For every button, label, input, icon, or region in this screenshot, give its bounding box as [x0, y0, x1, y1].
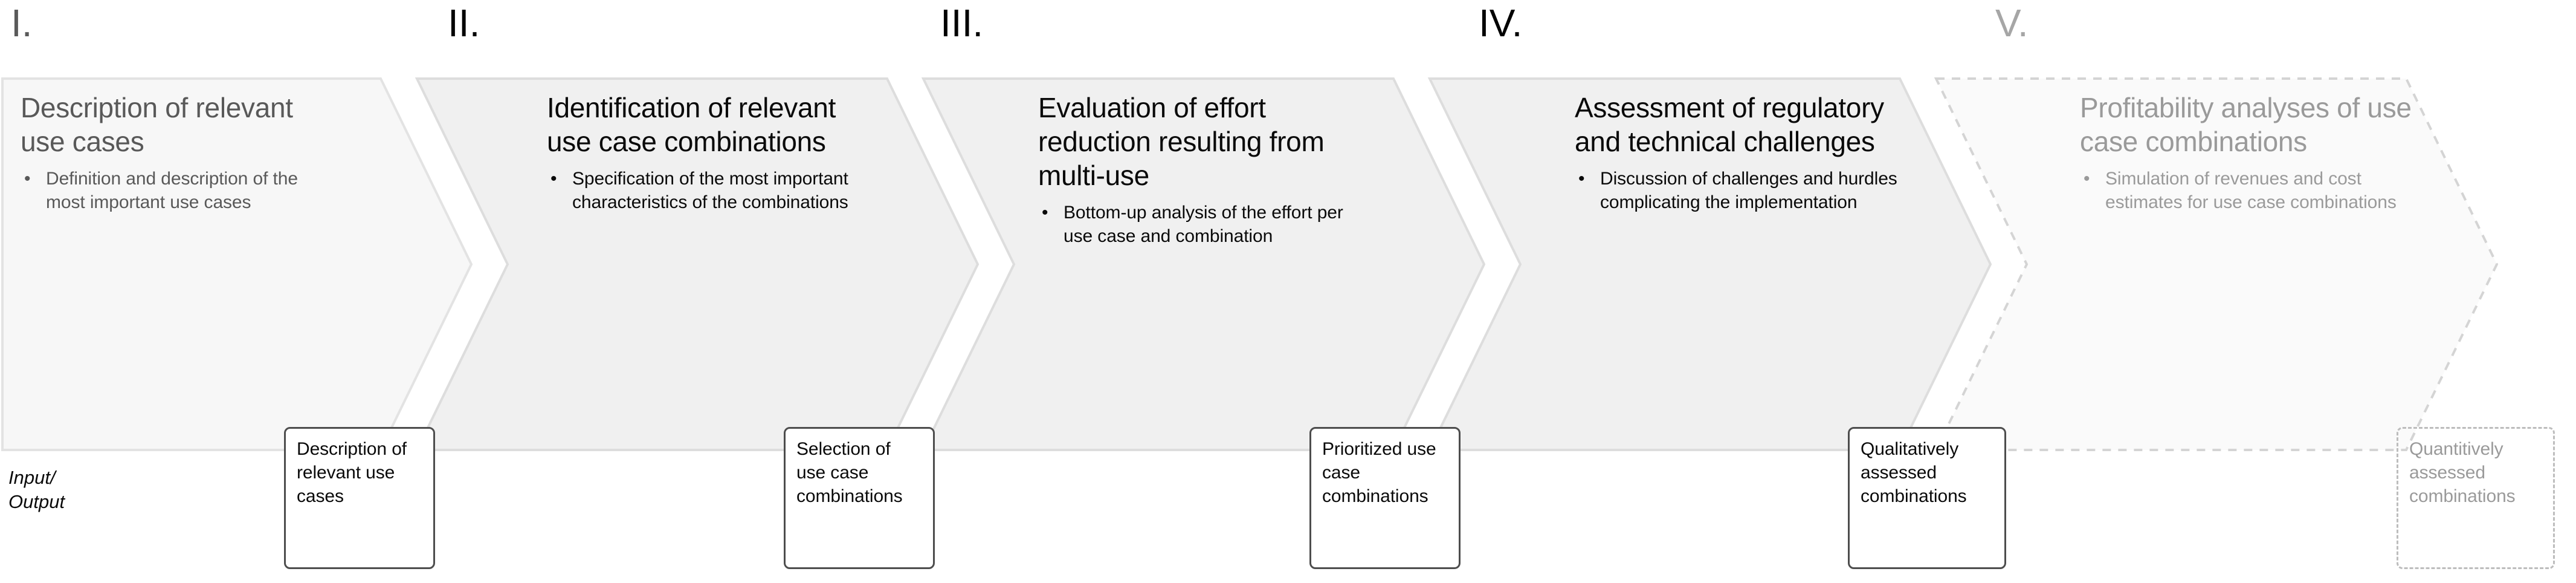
- bullet-text: Specification of the most important char…: [572, 169, 848, 212]
- bullet-text: Simulation of revenues and cost estimate…: [2105, 169, 2397, 212]
- stage-title-4: Assessment of regulatory and technical c…: [1575, 92, 1884, 157]
- stage-bullets-1: • Definition and description of the most …: [21, 167, 341, 214]
- stage-title-1: Description of relevant use cases: [21, 92, 293, 157]
- stage-bullets-3: • Bottom-up analysis of the effort per us…: [1038, 201, 1377, 248]
- output-box-2: Selection of use case combinations: [784, 427, 935, 569]
- output-box-text: Description of relevant use cases: [297, 439, 407, 506]
- output-box-text: Selection of use case combinations: [796, 439, 903, 506]
- output-box-text: Prioritized use case combinations: [1322, 439, 1436, 506]
- bullet-item: • Discussion of challenges and hurdles co…: [1575, 167, 1925, 214]
- bullet-glyph: •: [24, 169, 31, 189]
- stage-content-1: Description of relevant use cases • Defin…: [21, 91, 341, 214]
- stage-title-2: Identification of relevant use case comb…: [547, 92, 836, 157]
- bullet-glyph: •: [1042, 203, 1048, 223]
- stage-numeral-1: I.: [11, 1, 33, 45]
- stage-numeral-2: II.: [448, 1, 480, 45]
- bullet-item: • Bottom-up analysis of the effort per us…: [1038, 201, 1377, 248]
- stage-content-4: Assessment of regulatory and technical c…: [1575, 91, 1925, 214]
- stage-content-3: Evaluation of effort reduction resulting…: [1038, 91, 1377, 248]
- stage-title-3: Evaluation of effort reduction resulting…: [1038, 92, 1325, 191]
- bullet-item: • Specification of the most important cha…: [547, 167, 885, 214]
- stage-content-2: Identification of relevant use case comb…: [547, 91, 885, 214]
- output-box-5: Quantitively assessed combinations: [2397, 427, 2555, 569]
- bullet-glyph: •: [550, 169, 557, 189]
- bullet-text: Definition and description of the most i…: [46, 169, 298, 212]
- stage-bullets-4: • Discussion of challenges and hurdles co…: [1575, 167, 1925, 214]
- bullet-text: Discussion of challenges and hurdles com…: [1600, 169, 1897, 212]
- stage-content-5: Profitability analyses of use case combi…: [2080, 91, 2418, 214]
- bullet-glyph: •: [1578, 169, 1585, 189]
- output-box-1: Description of relevant use cases: [284, 427, 435, 569]
- stage-title-5: Profitability analyses of use case combi…: [2080, 92, 2412, 157]
- stage-numeral-3: III.: [940, 1, 984, 45]
- input-output-label: Input/ Output: [8, 467, 65, 512]
- output-box-4: Qualitatively assessed combinations: [1848, 427, 2006, 569]
- output-box-text: Quantitively assessed combinations: [2409, 439, 2516, 506]
- output-box-3: Prioritized use case combinations: [1309, 427, 1461, 569]
- stage-numeral-4: IV.: [1479, 1, 1523, 45]
- bullet-item: • Simulation of revenues and cost estimat…: [2080, 167, 2418, 214]
- bullet-item: • Definition and description of the most …: [21, 167, 341, 214]
- output-box-text: Qualitatively assessed combinations: [1861, 439, 1967, 506]
- bullet-glyph: •: [2084, 169, 2090, 189]
- stage-numeral-5: V.: [1995, 1, 2029, 45]
- stage-bullets-2: • Specification of the most important cha…: [547, 167, 885, 214]
- bullet-text: Bottom-up analysis of the effort per use…: [1064, 203, 1343, 246]
- stage-bullets-5: • Simulation of revenues and cost estimat…: [2080, 167, 2418, 214]
